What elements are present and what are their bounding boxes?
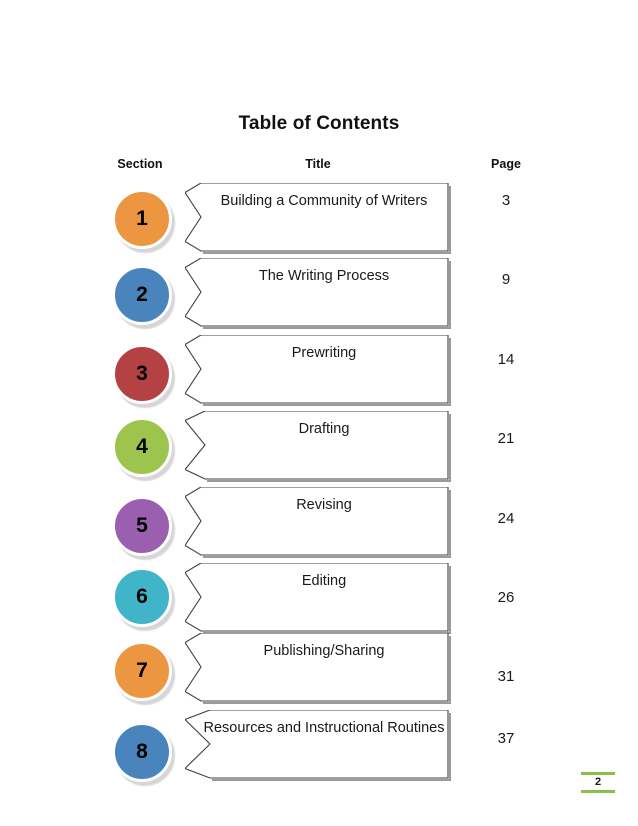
section-number-label: 4 bbox=[112, 417, 172, 477]
title-callout-shape bbox=[185, 487, 451, 558]
title-callout-shape bbox=[185, 335, 451, 406]
section-number-label: 6 bbox=[112, 567, 172, 627]
page-title: Table of Contents bbox=[238, 113, 400, 134]
title-callout-shape bbox=[185, 710, 451, 781]
footer-rule-bottom bbox=[581, 790, 615, 793]
section-number-label: 7 bbox=[112, 641, 172, 701]
section-number-badge[interactable]: 1 bbox=[112, 189, 178, 255]
page-number: 21 bbox=[497, 430, 515, 447]
section-number-badge[interactable]: 7 bbox=[112, 641, 178, 707]
title-callout-shape bbox=[185, 633, 451, 704]
title-callout-shape bbox=[185, 411, 451, 482]
footer-page-marker: 2 bbox=[578, 772, 618, 793]
section-number-badge[interactable]: 3 bbox=[112, 344, 178, 410]
page-number: 14 bbox=[497, 351, 515, 368]
section-number-label: 5 bbox=[112, 496, 172, 556]
title-callout-shape bbox=[185, 258, 451, 329]
section-number-badge[interactable]: 6 bbox=[112, 567, 178, 633]
page-number: 26 bbox=[497, 589, 515, 606]
section-number-label: 1 bbox=[112, 189, 172, 249]
section-number-badge[interactable]: 8 bbox=[112, 722, 178, 788]
section-number-label: 2 bbox=[112, 265, 172, 325]
page-number: 31 bbox=[497, 668, 515, 685]
column-header-page: Page bbox=[491, 157, 521, 171]
section-number-label: 3 bbox=[112, 344, 172, 404]
section-number-badge[interactable]: 4 bbox=[112, 417, 178, 483]
page-number: 37 bbox=[497, 730, 515, 747]
column-header-section: Section bbox=[117, 157, 163, 171]
footer-rule-top bbox=[581, 772, 615, 775]
page-number: 3 bbox=[501, 192, 511, 209]
title-callout-shape bbox=[185, 183, 451, 254]
page-number: 24 bbox=[497, 510, 515, 527]
page-number: 9 bbox=[501, 271, 511, 288]
column-header-title: Title bbox=[305, 157, 331, 171]
footer-page-number: 2 bbox=[594, 776, 602, 788]
section-number-badge[interactable]: 2 bbox=[112, 265, 178, 331]
title-callout-shape bbox=[185, 563, 451, 634]
section-number-label: 8 bbox=[112, 722, 172, 782]
section-number-badge[interactable]: 5 bbox=[112, 496, 178, 562]
